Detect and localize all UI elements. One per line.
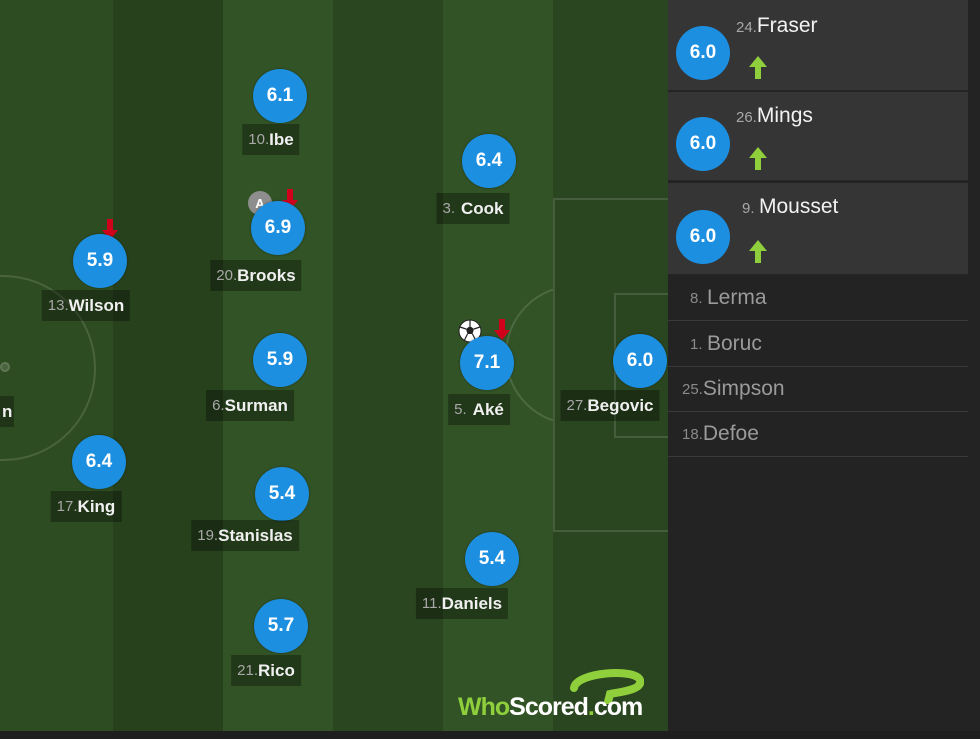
player-name: Begovic — [587, 395, 654, 415]
player-rating[interactable]: 6.4 — [72, 435, 126, 489]
player-name: Daniels — [441, 593, 503, 613]
whoscored-logo: WhoScored.com — [458, 668, 658, 724]
substitute-name: Fraser — [756, 14, 818, 37]
substitute-number: 9. — [742, 200, 755, 217]
unused-substitute-row[interactable]: 1. Boruc — [668, 322, 968, 367]
substitute-number: 25. — [682, 380, 703, 398]
substitute-number: 26. — [736, 109, 757, 126]
player-name-tag[interactable]: 5. Aké — [448, 394, 510, 425]
substitute-number: 8. — [690, 289, 703, 307]
substitute-name-tag: 9. Mousset — [742, 195, 838, 219]
player-name-tag[interactable]: 6. Surman — [206, 390, 294, 421]
bench-panel: 6.0 24.Fraser 6.0 26.Mings 6.0 9. Mousse… — [668, 0, 980, 731]
player-name-tag[interactable]: 21. Rico — [231, 655, 301, 686]
substitute-name: Boruc — [706, 332, 762, 355]
player-name-tag[interactable]: 17. King — [50, 491, 122, 522]
player-name: Rico — [258, 660, 295, 680]
player-rating[interactable]: 6.9 — [251, 201, 305, 255]
player-number: 17. — [56, 498, 78, 515]
goal-ball-icon — [458, 319, 482, 343]
player-name-tag[interactable]: 10. Ibe — [242, 124, 300, 155]
player-name-cut: n — [0, 396, 15, 427]
player-name: Brooks — [237, 265, 296, 285]
logo-who: Who — [458, 693, 510, 721]
player-name-tag[interactable]: 11. Daniels — [415, 588, 509, 619]
substitute-name: Lerma — [706, 286, 767, 309]
logo-question-mark-icon — [570, 669, 644, 704]
logo-text: WhoScored.com — [458, 693, 643, 722]
player-rating[interactable]: 6.0 — [613, 334, 667, 388]
player-name-tag[interactable]: 20. Brooks — [210, 260, 302, 291]
unused-substitute-row[interactable]: 8. Lerma — [668, 276, 968, 321]
sub-on-arrow-icon — [749, 147, 767, 170]
sub-off-arrow-icon — [494, 319, 510, 340]
player-number: 21. — [237, 662, 259, 679]
unused-substitute-row[interactable]: 18.Defoe — [668, 412, 968, 457]
player-number: 13. — [47, 297, 69, 314]
substitute-row[interactable]: 6.0 24.Fraser — [668, 0, 968, 91]
substitute-row[interactable]: 6.0 9. Mousset — [668, 183, 968, 275]
substitute-name: Defoe — [702, 422, 759, 445]
player-rating[interactable]: 5.9 — [253, 333, 307, 387]
player-number: 6. — [212, 397, 225, 414]
sub-on-arrow-icon — [749, 56, 767, 79]
player-name: Surman — [224, 395, 288, 415]
player-name: Cook — [461, 198, 504, 218]
player-rating[interactable]: 6.1 — [253, 69, 307, 123]
logo-com: com — [593, 693, 643, 721]
player-name-tag[interactable]: 13. Wilson — [41, 290, 131, 321]
player-name-cut-text: n — [2, 401, 13, 421]
player-name-tag[interactable]: 19. Stanislas — [191, 520, 299, 551]
player-name-tag[interactable]: 27. Begovic — [560, 390, 660, 421]
pitch-stripe — [333, 0, 443, 731]
player-number: 20. — [216, 267, 238, 284]
substitute-rating: 6.0 — [676, 117, 730, 171]
substitute-name-tag: 26.Mings — [736, 104, 813, 128]
player-name: Wilson — [68, 295, 125, 315]
substitute-rating: 6.0 — [676, 26, 730, 80]
substitute-number: 18. — [682, 425, 703, 443]
bottom-bar — [0, 731, 980, 739]
substitute-name: Mings — [756, 104, 813, 127]
player-rating[interactable]: 6.4 — [462, 134, 516, 188]
substitute-row[interactable]: 6.0 26.Mings — [668, 92, 968, 181]
substitute-name-tag: 24.Fraser — [736, 14, 818, 38]
center-spot — [0, 362, 10, 372]
player-rating[interactable]: 7.1 — [460, 336, 514, 390]
player-rating[interactable]: 5.9 — [73, 234, 127, 288]
logo-dot: . — [587, 693, 595, 721]
player-rating[interactable]: 5.4 — [465, 532, 519, 586]
pitch-stripe — [113, 0, 223, 731]
substitute-number: 24. — [736, 19, 757, 36]
substitute-name: Simpson — [702, 377, 785, 400]
player-number: 11. — [421, 595, 442, 612]
player-number: 19. — [197, 527, 219, 544]
player-number: 3. — [442, 200, 456, 217]
player-name: King — [77, 496, 116, 516]
substitute-rating: 6.0 — [676, 210, 730, 264]
player-rating[interactable]: 5.4 — [255, 467, 309, 521]
player-name: Stanislas — [218, 525, 293, 545]
substitute-name: Mousset — [758, 195, 839, 218]
player-number: 5. — [454, 401, 467, 418]
substitute-number: 1. — [690, 335, 703, 353]
pitch: n 5.9 13. Wilson 6.4 17. King 6.1 10. Ib… — [0, 0, 668, 731]
sub-on-arrow-icon — [749, 240, 767, 263]
player-name: Ibe — [269, 129, 294, 149]
player-name: Aké — [472, 399, 504, 419]
player-number: 10. — [248, 131, 270, 148]
unused-substitute-row[interactable]: 25.Simpson — [668, 367, 968, 412]
logo-scored: Scored — [509, 693, 589, 721]
player-name-tag[interactable]: 3. Cook — [436, 193, 510, 224]
player-number: 27. — [566, 397, 588, 414]
player-rating[interactable]: 5.7 — [254, 599, 308, 653]
